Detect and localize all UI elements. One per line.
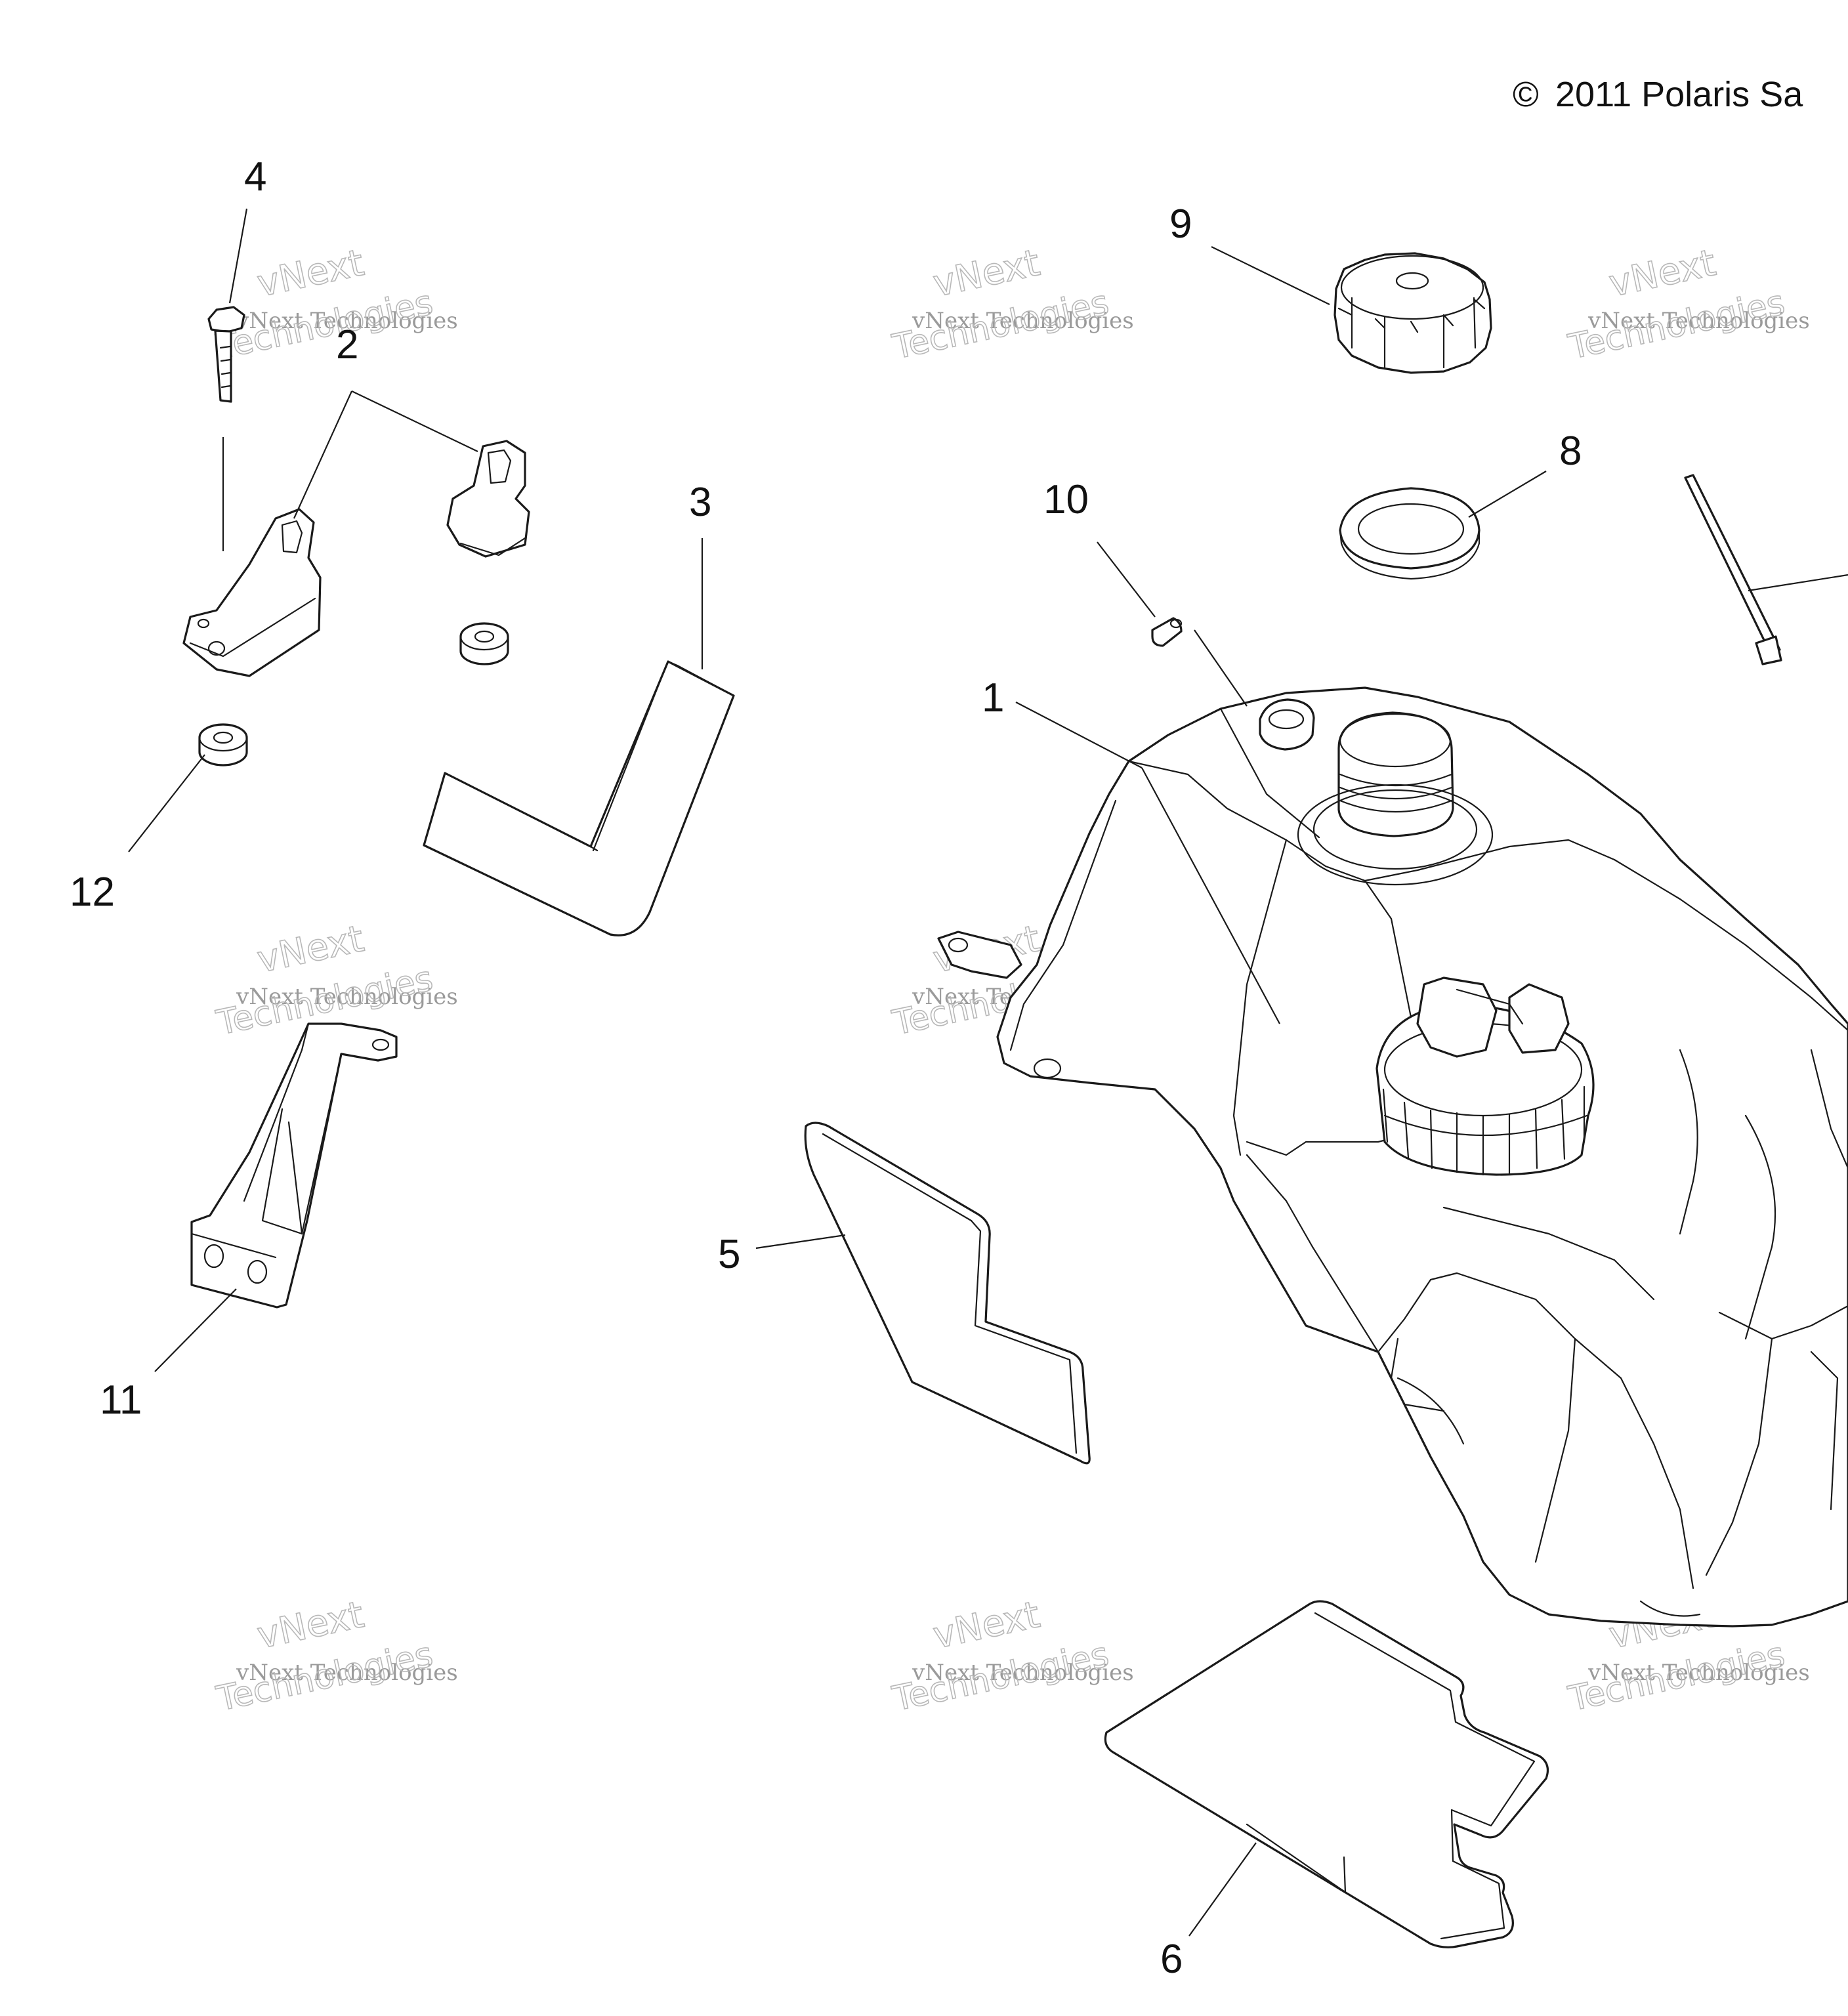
callout-3: 3: [689, 480, 711, 525]
svg-text:vNext: vNext: [929, 242, 1043, 306]
svg-text:Technologies: Technologies: [889, 283, 1112, 367]
callout-12: 12: [70, 870, 115, 915]
svg-text:vNext Technologies: vNext Technologies: [1587, 308, 1810, 334]
copyright-symbol: ©: [1513, 75, 1539, 114]
svg-text:vNext Technologies: vNext Technologies: [236, 984, 458, 1010]
spacer-part-12-upper: [459, 622, 509, 665]
svg-text:vNext Technologies: vNext Technologies: [236, 1660, 458, 1686]
bracket-part-2-right: [446, 440, 530, 558]
callout-6: 6: [1160, 1937, 1183, 1982]
svg-text:vNext Technologies: vNext Technologies: [1587, 1660, 1810, 1686]
pin-part-10: [1151, 617, 1183, 647]
svg-text:Technologies: Technologies: [1565, 283, 1788, 367]
bracket-part-2-left: [182, 508, 322, 677]
tie-strap-part-7: [1684, 474, 1848, 665]
bolt-part-4: [207, 306, 245, 551]
fuel-cap-part-9: [1334, 252, 1492, 374]
copyright-text: 2011 Polaris Sa: [1555, 75, 1803, 114]
watermark: vNext vNext Technologies Technologies: [889, 241, 1134, 368]
svg-text:vNext Technologies: vNext Technologies: [912, 308, 1134, 334]
svg-text:vNext Technologies: vNext Technologies: [912, 1660, 1134, 1686]
foam-strip-part-3: [423, 660, 735, 936]
callout-2: 2: [336, 322, 358, 368]
svg-text:vNext: vNext: [929, 1593, 1043, 1658]
callout-9: 9: [1169, 201, 1192, 247]
pad-part-6: [1104, 1600, 1549, 1948]
callout-1: 1: [982, 675, 1004, 721]
watermark: vNext vNext Technologies Technologies: [213, 1593, 458, 1719]
watermark: vNext vNext Technologies Technologies: [889, 1593, 1134, 1719]
svg-text:vNext: vNext: [253, 242, 368, 306]
gasket-part-8: [1339, 487, 1480, 580]
callout-11: 11: [100, 1377, 142, 1423]
svg-text:Technologies: Technologies: [213, 283, 436, 367]
mount-bracket-part-11: [190, 1022, 398, 1309]
svg-text:vNext Technologies: vNext Technologies: [236, 308, 458, 334]
callout-5: 5: [718, 1232, 740, 1277]
spacer-part-12: [198, 723, 248, 766]
callout-8: 8: [1559, 429, 1582, 474]
svg-text:Technologies: Technologies: [889, 1635, 1112, 1719]
fuel-tank-part-1: [937, 686, 1848, 1628]
callout-10: 10: [1043, 477, 1089, 522]
svg-text:vNext: vNext: [1605, 242, 1719, 306]
svg-text:Technologies: Technologies: [213, 1635, 436, 1719]
svg-text:vNext: vNext: [253, 917, 368, 982]
callout-4: 4: [244, 154, 266, 200]
watermark: vNext vNext Technologies Technologies: [213, 241, 458, 368]
leader-lines: [128, 208, 1547, 1937]
svg-text:vNext: vNext: [253, 1593, 368, 1658]
watermark: vNext vNext Technologies Technologies: [1564, 241, 1810, 368]
svg-text:Technologies: Technologies: [1565, 1635, 1788, 1719]
pad-part-5: [804, 1122, 1091, 1465]
